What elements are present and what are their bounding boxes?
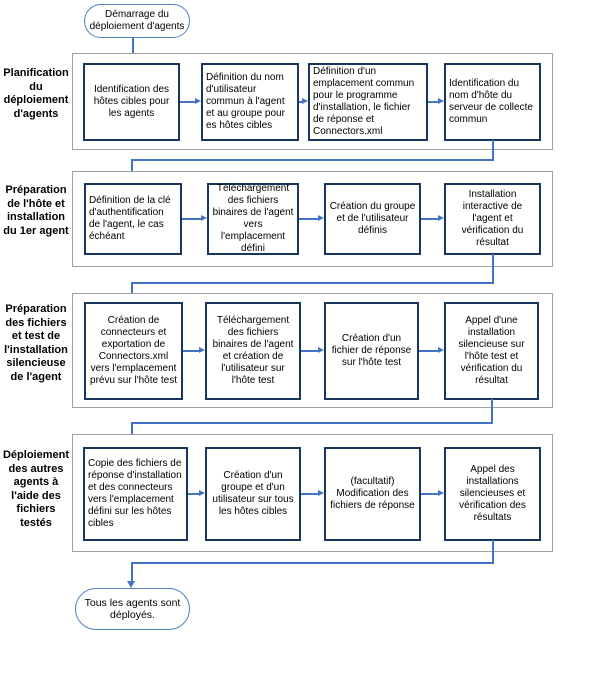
flow-step: Création du groupe et de l'utilisateur d… [324,183,421,255]
flow-step: Appel des installations silencieuses et … [444,447,541,541]
flow-step: Définition du nom d'utilisateur commun à… [201,63,299,141]
arrow-right-icon [188,490,205,497]
flow-step: Définition de la clé d'authentification … [84,183,182,255]
arrow-right-icon [182,215,207,222]
arrow-right-icon [421,215,444,222]
flow-step: Identification des hôtes cibles pour les… [83,63,180,141]
row-group-deploiement-autres: Copie des fichiers de réponse d'installa… [72,434,553,552]
arrow-right-icon [419,347,444,354]
arrow-down-icon [127,581,135,588]
arrow-right-icon [301,490,324,497]
flow-step: (facultatif) Modification des fichiers d… [324,447,421,541]
arrow-right-icon [301,347,324,354]
row-group-planification: Identification des hôtes cibles pour les… [72,53,553,150]
row-label-deploiement-autres: Déploiement des autres agents à l'aide d… [2,449,69,529]
connector-line [492,140,494,161]
start-terminator: Démarrage du déploiement d'agents [84,4,190,38]
connector-line [131,282,493,284]
connector-line [131,422,492,424]
connector-line [131,282,133,295]
flow-step: Création d'un groupe et d'un utilisateur… [205,447,301,541]
connector-line [131,562,493,564]
row-label-preparation-hote: Préparation de l'hôte et installation du… [3,184,69,237]
flow-step: Appel d'une installation silencieuse sur… [444,302,539,400]
arrow-right-icon [299,98,308,105]
flow-step: Identification du nom d'hôte du serveur … [444,63,541,141]
end-terminator: Tous les agents sont déployés. [75,588,190,630]
flow-step: Définition d'un emplacement commun pour … [308,63,428,141]
connector-line [131,562,133,582]
arrow-right-icon [183,347,205,354]
row-label-planification: Planification du déploiement d'agents [3,67,69,120]
flow-step: Création de connecteurs et exportation d… [84,302,183,400]
connector-line [491,399,493,424]
connector-line [131,422,133,440]
arrow-right-icon [180,98,201,105]
arrow-right-icon [428,98,444,105]
connector-line [492,254,494,284]
row-label-preparation-fichiers: Préparation des fichiers et test de l'in… [4,303,68,383]
flow-step: Téléchargement des fichiers binaires de … [205,302,301,400]
connector-line [492,540,494,564]
row-group-preparation-hote: Définition de la clé d'authentification … [72,171,553,267]
row-group-preparation-fichiers: Création de connecteurs et exportation d… [72,293,553,408]
flow-step: Installation interactive de l'agent et v… [444,183,541,255]
arrow-right-icon [421,490,444,497]
arrow-right-icon [299,215,324,222]
connector-line [131,159,133,176]
flow-step: Copie des fichiers de réponse d'installa… [83,447,188,541]
connector-line [132,38,134,56]
connector-line [131,159,493,161]
flow-step: Création d'un fichier de réponse sur l'h… [324,302,419,400]
flow-step: Téléchargement des fichiers binaires de … [207,183,299,255]
